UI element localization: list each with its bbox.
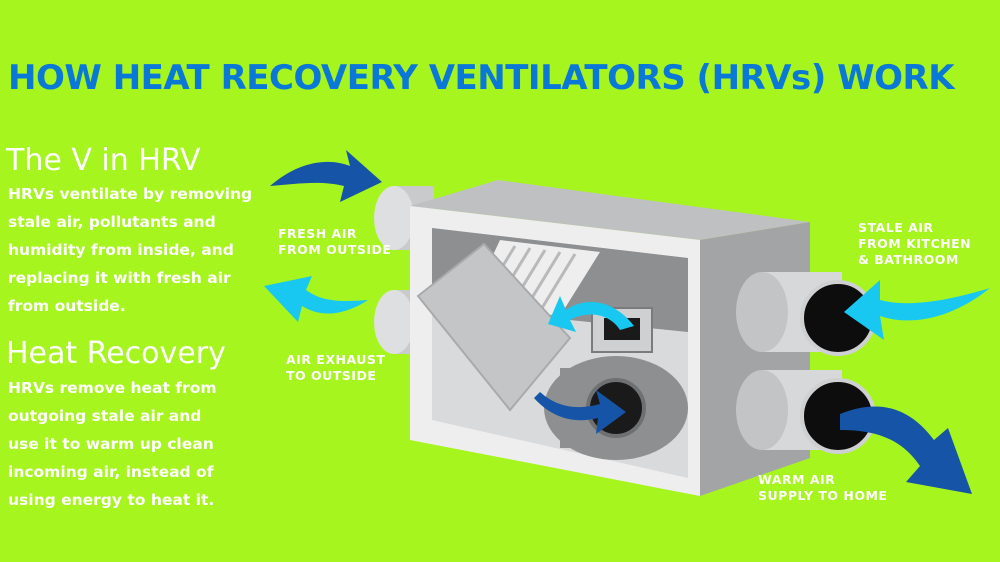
body-line: incoming air, instead of [8, 463, 214, 481]
label-line: STALE AIR [858, 220, 934, 235]
label-line: AIR EXHAUST [286, 352, 386, 367]
warm-supply-arrow [840, 406, 972, 494]
body-line: using energy to heat it. [8, 491, 215, 509]
body-line: humidity from inside, and [8, 241, 234, 259]
section-heading-heat-recovery: Heat Recovery [6, 336, 226, 371]
label-line: FROM OUTSIDE [278, 242, 392, 257]
stale-air-arrow [844, 280, 990, 340]
label-line: FROM KITCHEN [858, 236, 972, 251]
body-line: outgoing stale air and [8, 407, 202, 425]
body-line: HRVs remove heat from [8, 379, 217, 397]
label-line: FRESH AIR [278, 226, 357, 241]
section-body-heat-recovery: HRVs remove heat from outgoing stale air… [8, 374, 258, 514]
exhaust-arrow [264, 276, 368, 322]
label-line: WARM AIR [758, 472, 836, 487]
label-line: & BATHROOM [858, 252, 959, 267]
label-fresh-air: FRESH AIR FROM OUTSIDE [278, 226, 391, 258]
body-line: stale air, pollutants and [8, 213, 216, 231]
body-line: use it to warm up clean [8, 435, 214, 453]
section-body-v-in-hrv: HRVs ventilate by removing stale air, po… [8, 180, 258, 320]
page-title: HOW HEAT RECOVERY VENTILATORS (HRVs) WOR… [8, 58, 955, 98]
label-warm-air: WARM AIR SUPPLY TO HOME [758, 472, 887, 504]
body-line: HRVs ventilate by removing [8, 185, 253, 203]
label-stale-air: STALE AIR FROM KITCHEN & BATHROOM [858, 220, 971, 268]
label-line: TO OUTSIDE [286, 368, 377, 383]
body-line: replacing it with fresh air [8, 269, 231, 287]
right-ducts [736, 272, 876, 454]
body-line: from outside. [8, 297, 126, 315]
label-line: SUPPLY TO HOME [758, 488, 888, 503]
fresh-air-arrow [270, 150, 382, 202]
internal-flow-arrow [548, 296, 634, 332]
section-heading-v-in-hrv: The V in HRV [6, 143, 201, 178]
internal-flow-arrow [534, 390, 626, 434]
label-air-exhaust: AIR EXHAUST TO OUTSIDE [286, 352, 385, 384]
